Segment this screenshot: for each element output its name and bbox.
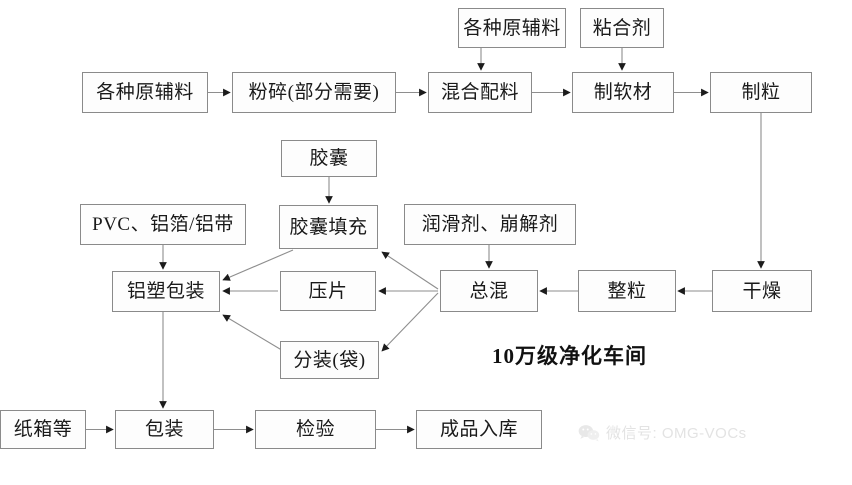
node-bag_fill: 分装(袋): [280, 341, 379, 379]
node-packaging: 包装: [115, 410, 214, 449]
node-label: 混合配料: [440, 82, 519, 103]
node-warehouse: 成品入库: [416, 410, 542, 449]
node-label: 粉碎(部分需要): [248, 82, 380, 103]
node-label: 成品入库: [439, 419, 518, 440]
cleanroom-zone-label: 10万级净化车间: [492, 344, 647, 368]
node-label: 纸箱等: [13, 419, 73, 440]
node-label: 胶囊填充: [289, 216, 368, 238]
node-capsule: 胶囊: [281, 140, 377, 177]
node-label: 制软材: [593, 82, 653, 103]
node-raw_left: 各种原辅料: [82, 72, 208, 113]
node-lubricant: 润滑剂、崩解剂: [404, 204, 576, 245]
node-label: 整粒: [607, 280, 647, 302]
node-granulate: 制粒: [710, 72, 812, 113]
node-label: 胶囊: [309, 148, 349, 169]
node-total_mix: 总混: [440, 270, 538, 312]
wechat-icon: [578, 424, 600, 442]
node-raw_top: 各种原辅料: [458, 8, 566, 48]
node-label: 干燥: [742, 280, 782, 302]
node-label: 粘合剂: [592, 17, 652, 39]
node-label: 分装(袋): [293, 349, 366, 371]
node-binder: 粘合剂: [580, 8, 664, 48]
node-pvc_foil: PVC、铝箔/铝带: [80, 204, 246, 245]
node-inspection: 检验: [255, 410, 376, 449]
node-label: 总混: [469, 280, 509, 302]
wechat-watermark: 微信号: OMG-VOCs: [578, 422, 747, 443]
node-label: 铝塑包装: [126, 281, 205, 302]
node-mix_blend: 混合配料: [428, 72, 532, 113]
edge-totalmix-to-bagfill: [381, 292, 439, 352]
node-dry: 干燥: [712, 270, 812, 312]
node-label: 各种原辅料: [96, 82, 194, 103]
edge-totalmix-to-capsulefill: [381, 251, 439, 290]
node-label: 润滑剂、崩解剂: [421, 214, 559, 235]
node-alu_pack: 铝塑包装: [112, 271, 220, 312]
node-label: 包装: [144, 419, 184, 440]
watermark-text: 微信号: OMG-VOCs: [606, 425, 747, 442]
node-label: 各种原辅料: [463, 17, 561, 39]
node-size_granule: 整粒: [578, 270, 676, 312]
node-capsule_fill: 胶囊填充: [279, 205, 378, 249]
node-label: PVC、铝箔/铝带: [92, 214, 234, 235]
node-soft_material: 制软材: [572, 72, 674, 113]
node-label: 制粒: [741, 82, 781, 103]
node-carton: 纸箱等: [0, 410, 86, 449]
node-label: 压片: [308, 280, 348, 302]
node-crush: 粉碎(部分需要): [232, 72, 396, 113]
node-tablet: 压片: [280, 271, 376, 311]
node-label: 检验: [295, 419, 335, 440]
